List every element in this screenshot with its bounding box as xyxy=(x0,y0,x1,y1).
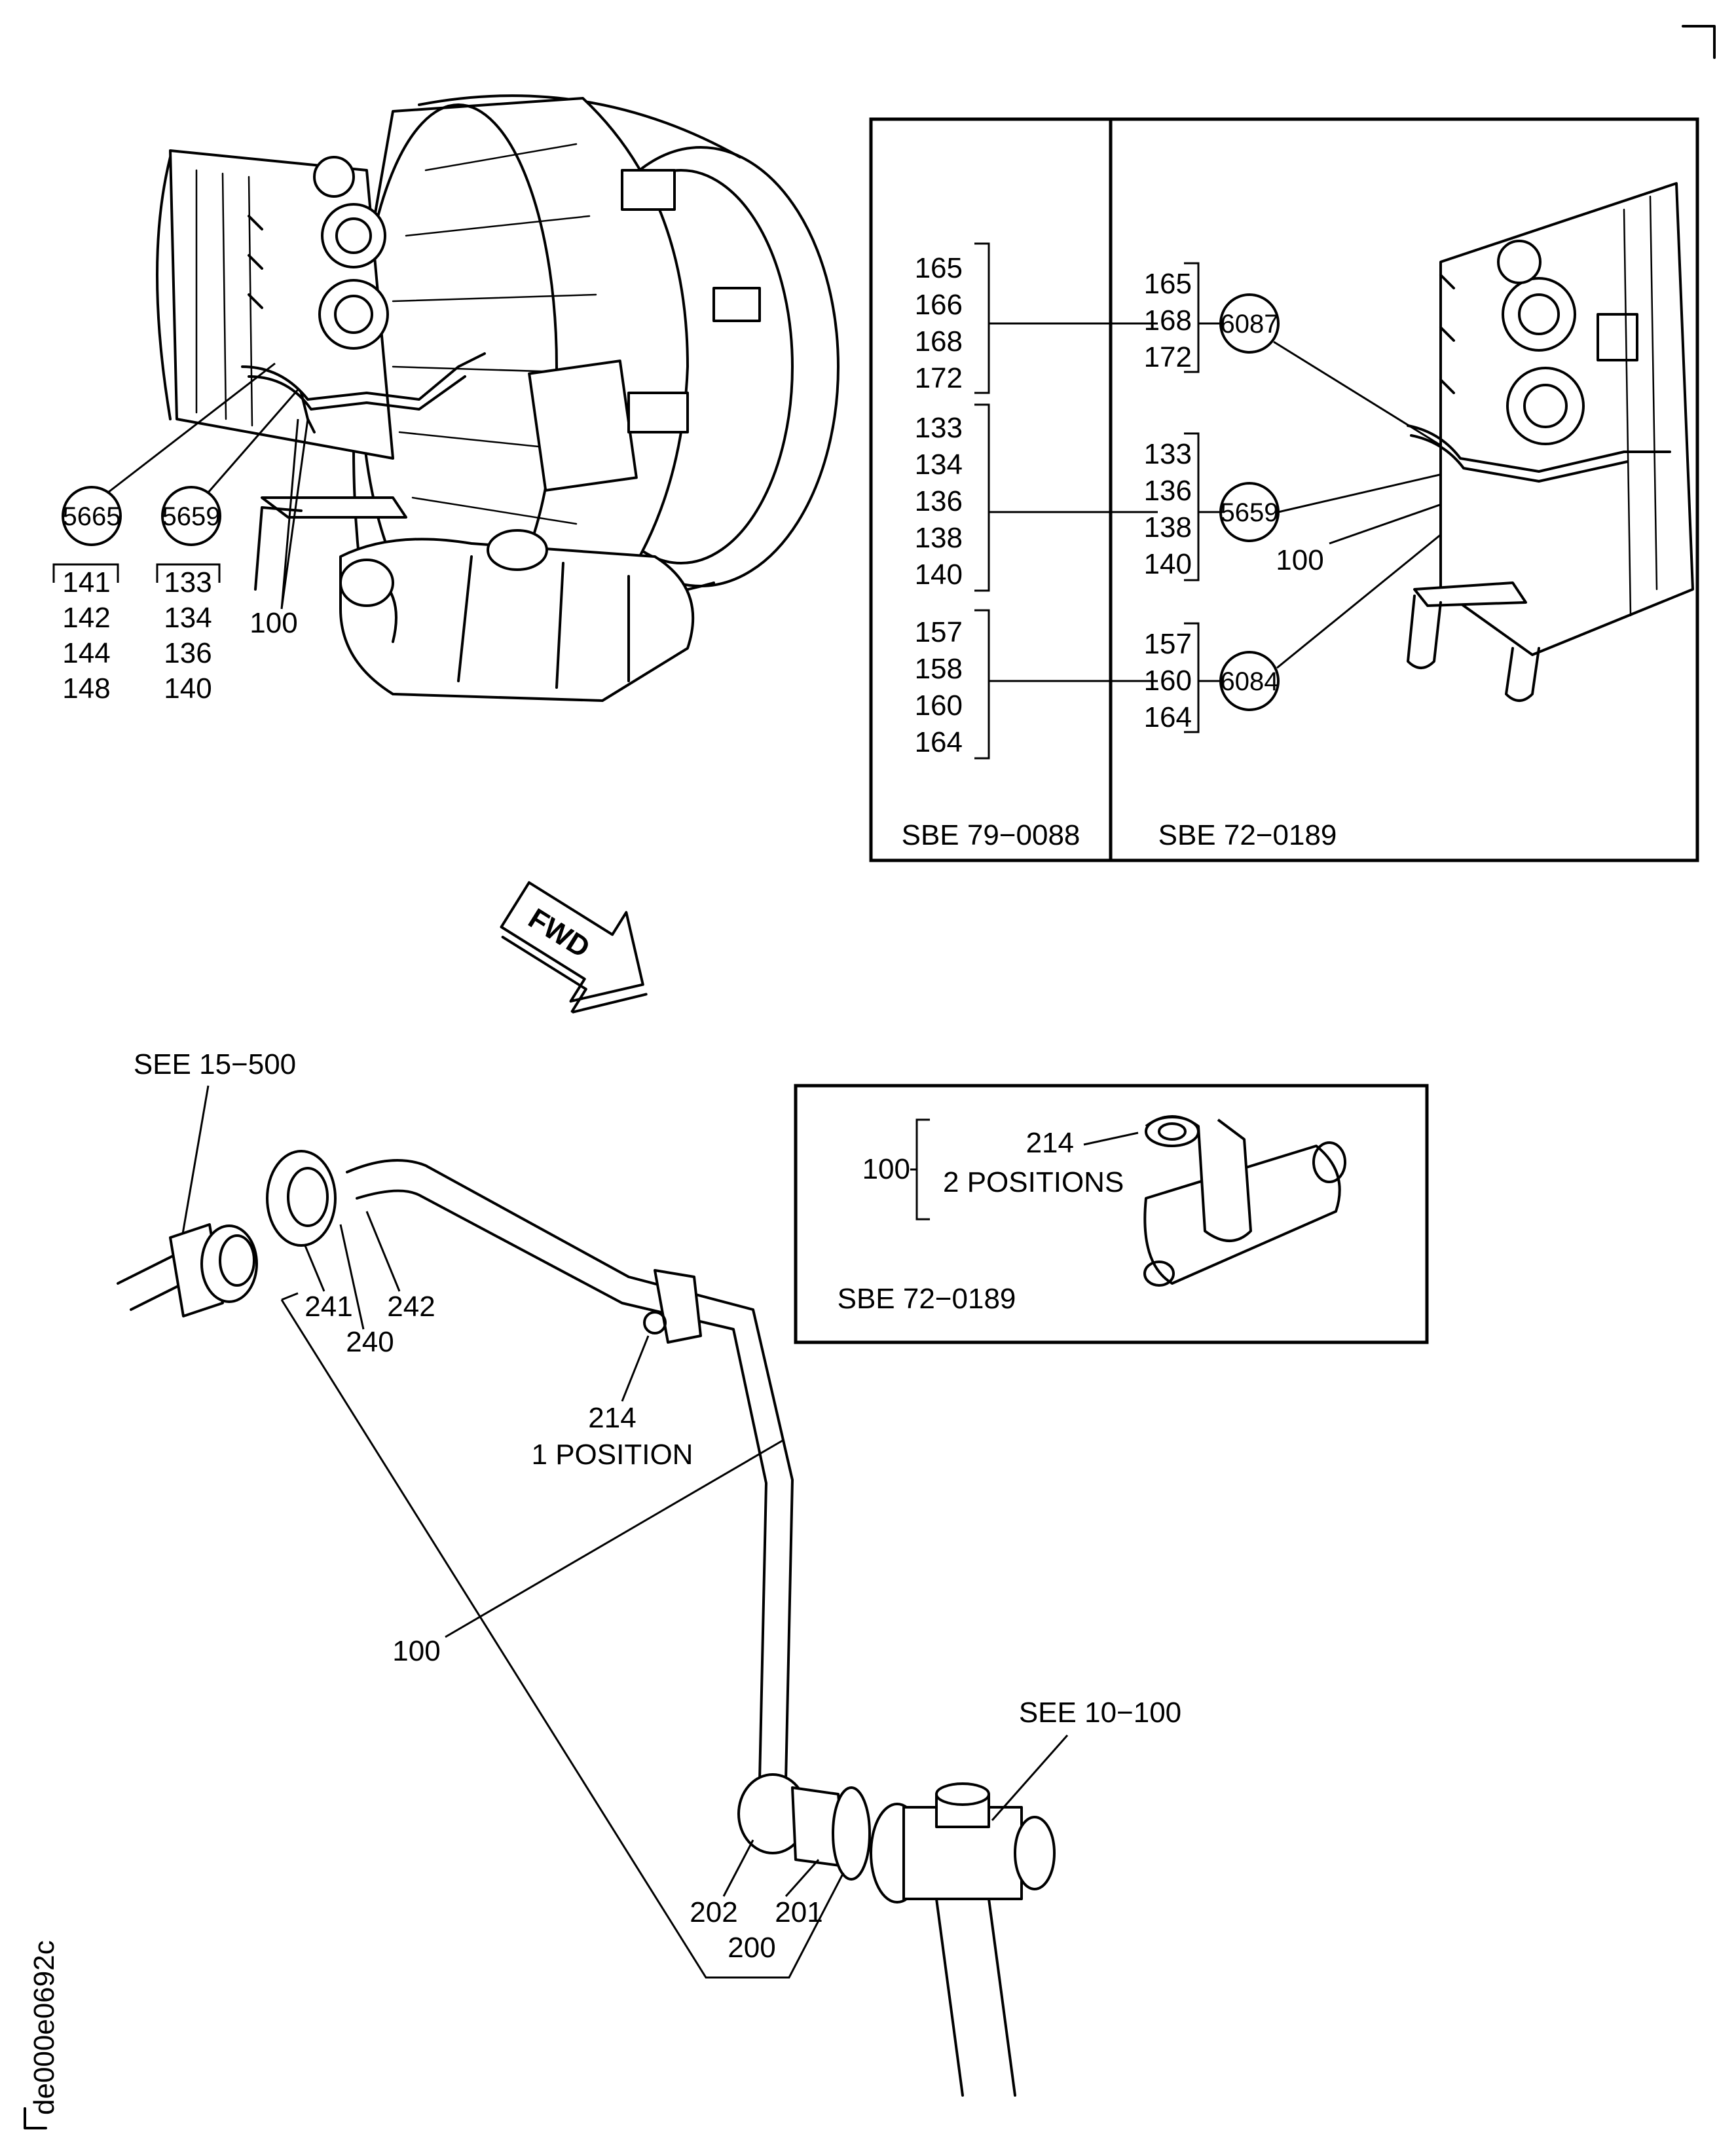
part-136-right: 136 xyxy=(1144,475,1192,507)
part-165-left: 165 xyxy=(915,252,963,284)
part-133: 133 xyxy=(164,566,212,598)
part-142: 142 xyxy=(62,602,110,634)
caption-sbe-72-0189: SBE 72−0189 xyxy=(1158,819,1337,851)
part-160-left: 160 xyxy=(915,690,963,722)
part-200: 200 xyxy=(728,1932,775,1964)
part-144: 144 xyxy=(62,637,110,669)
callout-6084: 6084 xyxy=(1221,667,1279,696)
part-164-right: 164 xyxy=(1144,701,1192,733)
see-10-100: SEE 10−100 xyxy=(1019,1697,1181,1729)
part-100-clamp: 100 xyxy=(862,1153,910,1185)
part-138-right: 138 xyxy=(1144,511,1192,543)
part-172-right: 172 xyxy=(1144,341,1192,373)
clamp-inset: 100 214 2 POSITIONS SBE 72−0189 xyxy=(794,1084,1429,1344)
part-172-left: 172 xyxy=(915,362,963,394)
part-241: 241 xyxy=(305,1291,352,1323)
callout-5659: 5659 xyxy=(162,502,221,531)
part-100-top: 100 xyxy=(249,607,297,639)
label-1-position: 1 POSITION xyxy=(532,1439,693,1471)
fwd-arrow: FWD xyxy=(500,881,648,1014)
part-140-right: 140 xyxy=(1144,548,1192,580)
engine-illustration-top xyxy=(156,94,840,702)
part-133-right: 133 xyxy=(1144,438,1192,470)
part-242: 242 xyxy=(387,1291,435,1323)
sbe-inset: 165 166 168 172 133 134 136 138 140 157 … xyxy=(869,117,1699,862)
part-140: 140 xyxy=(164,672,212,705)
corner-mark xyxy=(1682,25,1716,59)
part-168-right: 168 xyxy=(1144,304,1192,337)
lower-assembly: SEE 15−500 SEE 10−100 241 242 240 xyxy=(117,1048,1181,2097)
callout-6087: 6087 xyxy=(1221,310,1279,339)
part-134: 134 xyxy=(164,602,212,634)
part-138-left: 138 xyxy=(915,522,963,554)
part-214-clamp: 214 xyxy=(1026,1127,1074,1159)
see-15-500: SEE 15−500 xyxy=(134,1048,296,1080)
part-141: 141 xyxy=(62,566,110,598)
part-157-left: 157 xyxy=(915,616,963,648)
part-148: 148 xyxy=(62,672,110,705)
part-133-left: 133 xyxy=(915,412,963,444)
label-2-positions: 2 POSITIONS xyxy=(943,1166,1124,1198)
caption-clamp-sbe-72-0189: SBE 72−0189 xyxy=(838,1283,1016,1315)
part-164-left: 164 xyxy=(915,726,963,758)
part-100-inset: 100 xyxy=(1276,544,1323,576)
part-100-lower: 100 xyxy=(392,1635,440,1667)
part-136-left: 136 xyxy=(915,485,963,517)
top-callouts: 5665 5659 141 142 144 148 133 134 136 14… xyxy=(52,362,309,705)
part-140-left: 140 xyxy=(915,559,963,591)
bracket-5665-group xyxy=(52,563,119,583)
part-134-left: 134 xyxy=(915,449,963,481)
callout-5665: 5665 xyxy=(63,502,121,531)
part-168-left: 168 xyxy=(915,325,963,358)
part-166-left: 166 xyxy=(915,289,963,321)
drawing-id: de000e0692c xyxy=(28,1940,60,2115)
part-201: 201 xyxy=(775,1896,822,1928)
callout-bubble-5665 xyxy=(62,486,122,546)
part-158-left: 158 xyxy=(915,653,963,685)
callout-bubble-5659 xyxy=(161,486,221,546)
caption-sbe-79-0088: SBE 79−0088 xyxy=(902,819,1080,851)
bracket-5659-group xyxy=(156,563,221,583)
part-136: 136 xyxy=(164,637,212,669)
part-165-right: 165 xyxy=(1144,268,1192,300)
part-157-right: 157 xyxy=(1144,628,1192,660)
callout-5659-inset: 5659 xyxy=(1221,498,1279,527)
part-240: 240 xyxy=(346,1326,394,1358)
part-202: 202 xyxy=(690,1896,737,1928)
part-214: 214 xyxy=(588,1402,636,1434)
